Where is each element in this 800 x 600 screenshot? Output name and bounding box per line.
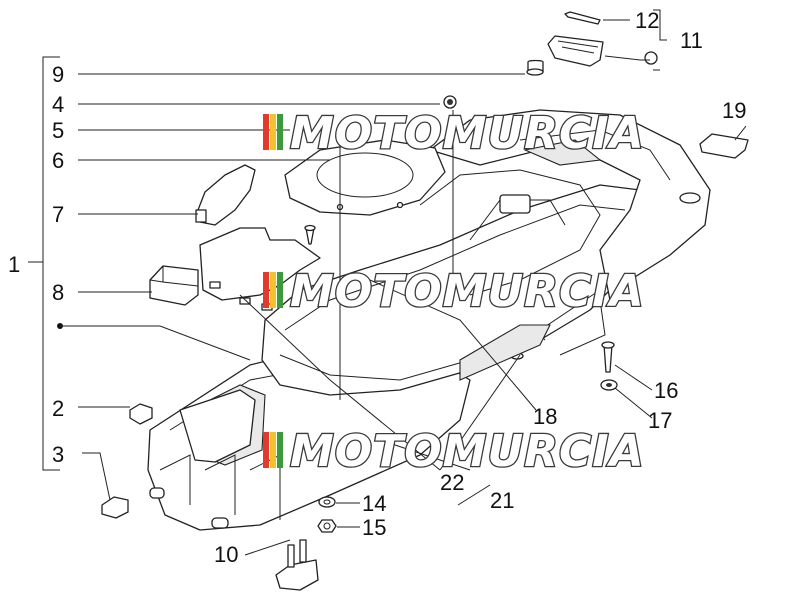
screw-top: [304, 224, 316, 245]
helmet-compartment: [147, 109, 711, 531]
bulb-holder-11: [547, 11, 658, 67]
callout-4: 4: [52, 92, 64, 117]
bracket-10: [275, 539, 319, 591]
watermark-text: MOTOMURCIA: [290, 108, 645, 159]
clip-2: [129, 403, 153, 425]
callout-22: 22: [440, 470, 464, 495]
callout-7: 7: [52, 202, 64, 227]
watermark-middle: MOTOMURCIA: [263, 265, 645, 318]
callout-17: 17: [648, 408, 672, 433]
watermark-bottom: MOTOMURCIA: [263, 425, 645, 478]
cap-9: [526, 59, 544, 76]
callout-14: 14: [362, 491, 386, 516]
lid-7: [195, 164, 256, 226]
callout-12: 12: [635, 8, 659, 33]
callout-10: 10: [214, 542, 238, 567]
callout-19: 19: [722, 98, 746, 123]
callout-18: 18: [533, 404, 557, 429]
callout-8: 8: [52, 280, 64, 305]
washer-17: [600, 379, 618, 391]
callout-5: 5: [52, 118, 64, 143]
callout-11: 11: [680, 28, 703, 53]
callout-9: 9: [52, 62, 64, 87]
callout-15: 15: [362, 515, 386, 540]
callout-6: 6: [52, 148, 64, 173]
watermark-top: MOTOMURCIA: [263, 107, 645, 160]
leader-lines: [28, 9, 747, 556]
callout-labels: 1 2 3 4 5 6 7 8 9 10 11 12 14 15 16 17 1…: [8, 8, 746, 567]
grommet-4: [443, 95, 457, 109]
screw-16: [601, 341, 615, 373]
plug-19: [699, 133, 749, 159]
callout-16: 16: [654, 378, 678, 403]
callout-1: 1: [8, 252, 20, 277]
callout-21: 21: [490, 488, 514, 513]
washer-14: [318, 496, 336, 508]
watermark-text: MOTOMURCIA: [290, 426, 645, 477]
callout-2: 2: [52, 396, 64, 421]
bracket-8: [149, 265, 199, 306]
cover-plate-6: [284, 139, 446, 216]
nut-15: [317, 519, 337, 533]
callout-3: 3: [52, 442, 64, 467]
watermark-text: MOTOMURCIA: [290, 266, 645, 317]
clip-3: [101, 496, 129, 519]
